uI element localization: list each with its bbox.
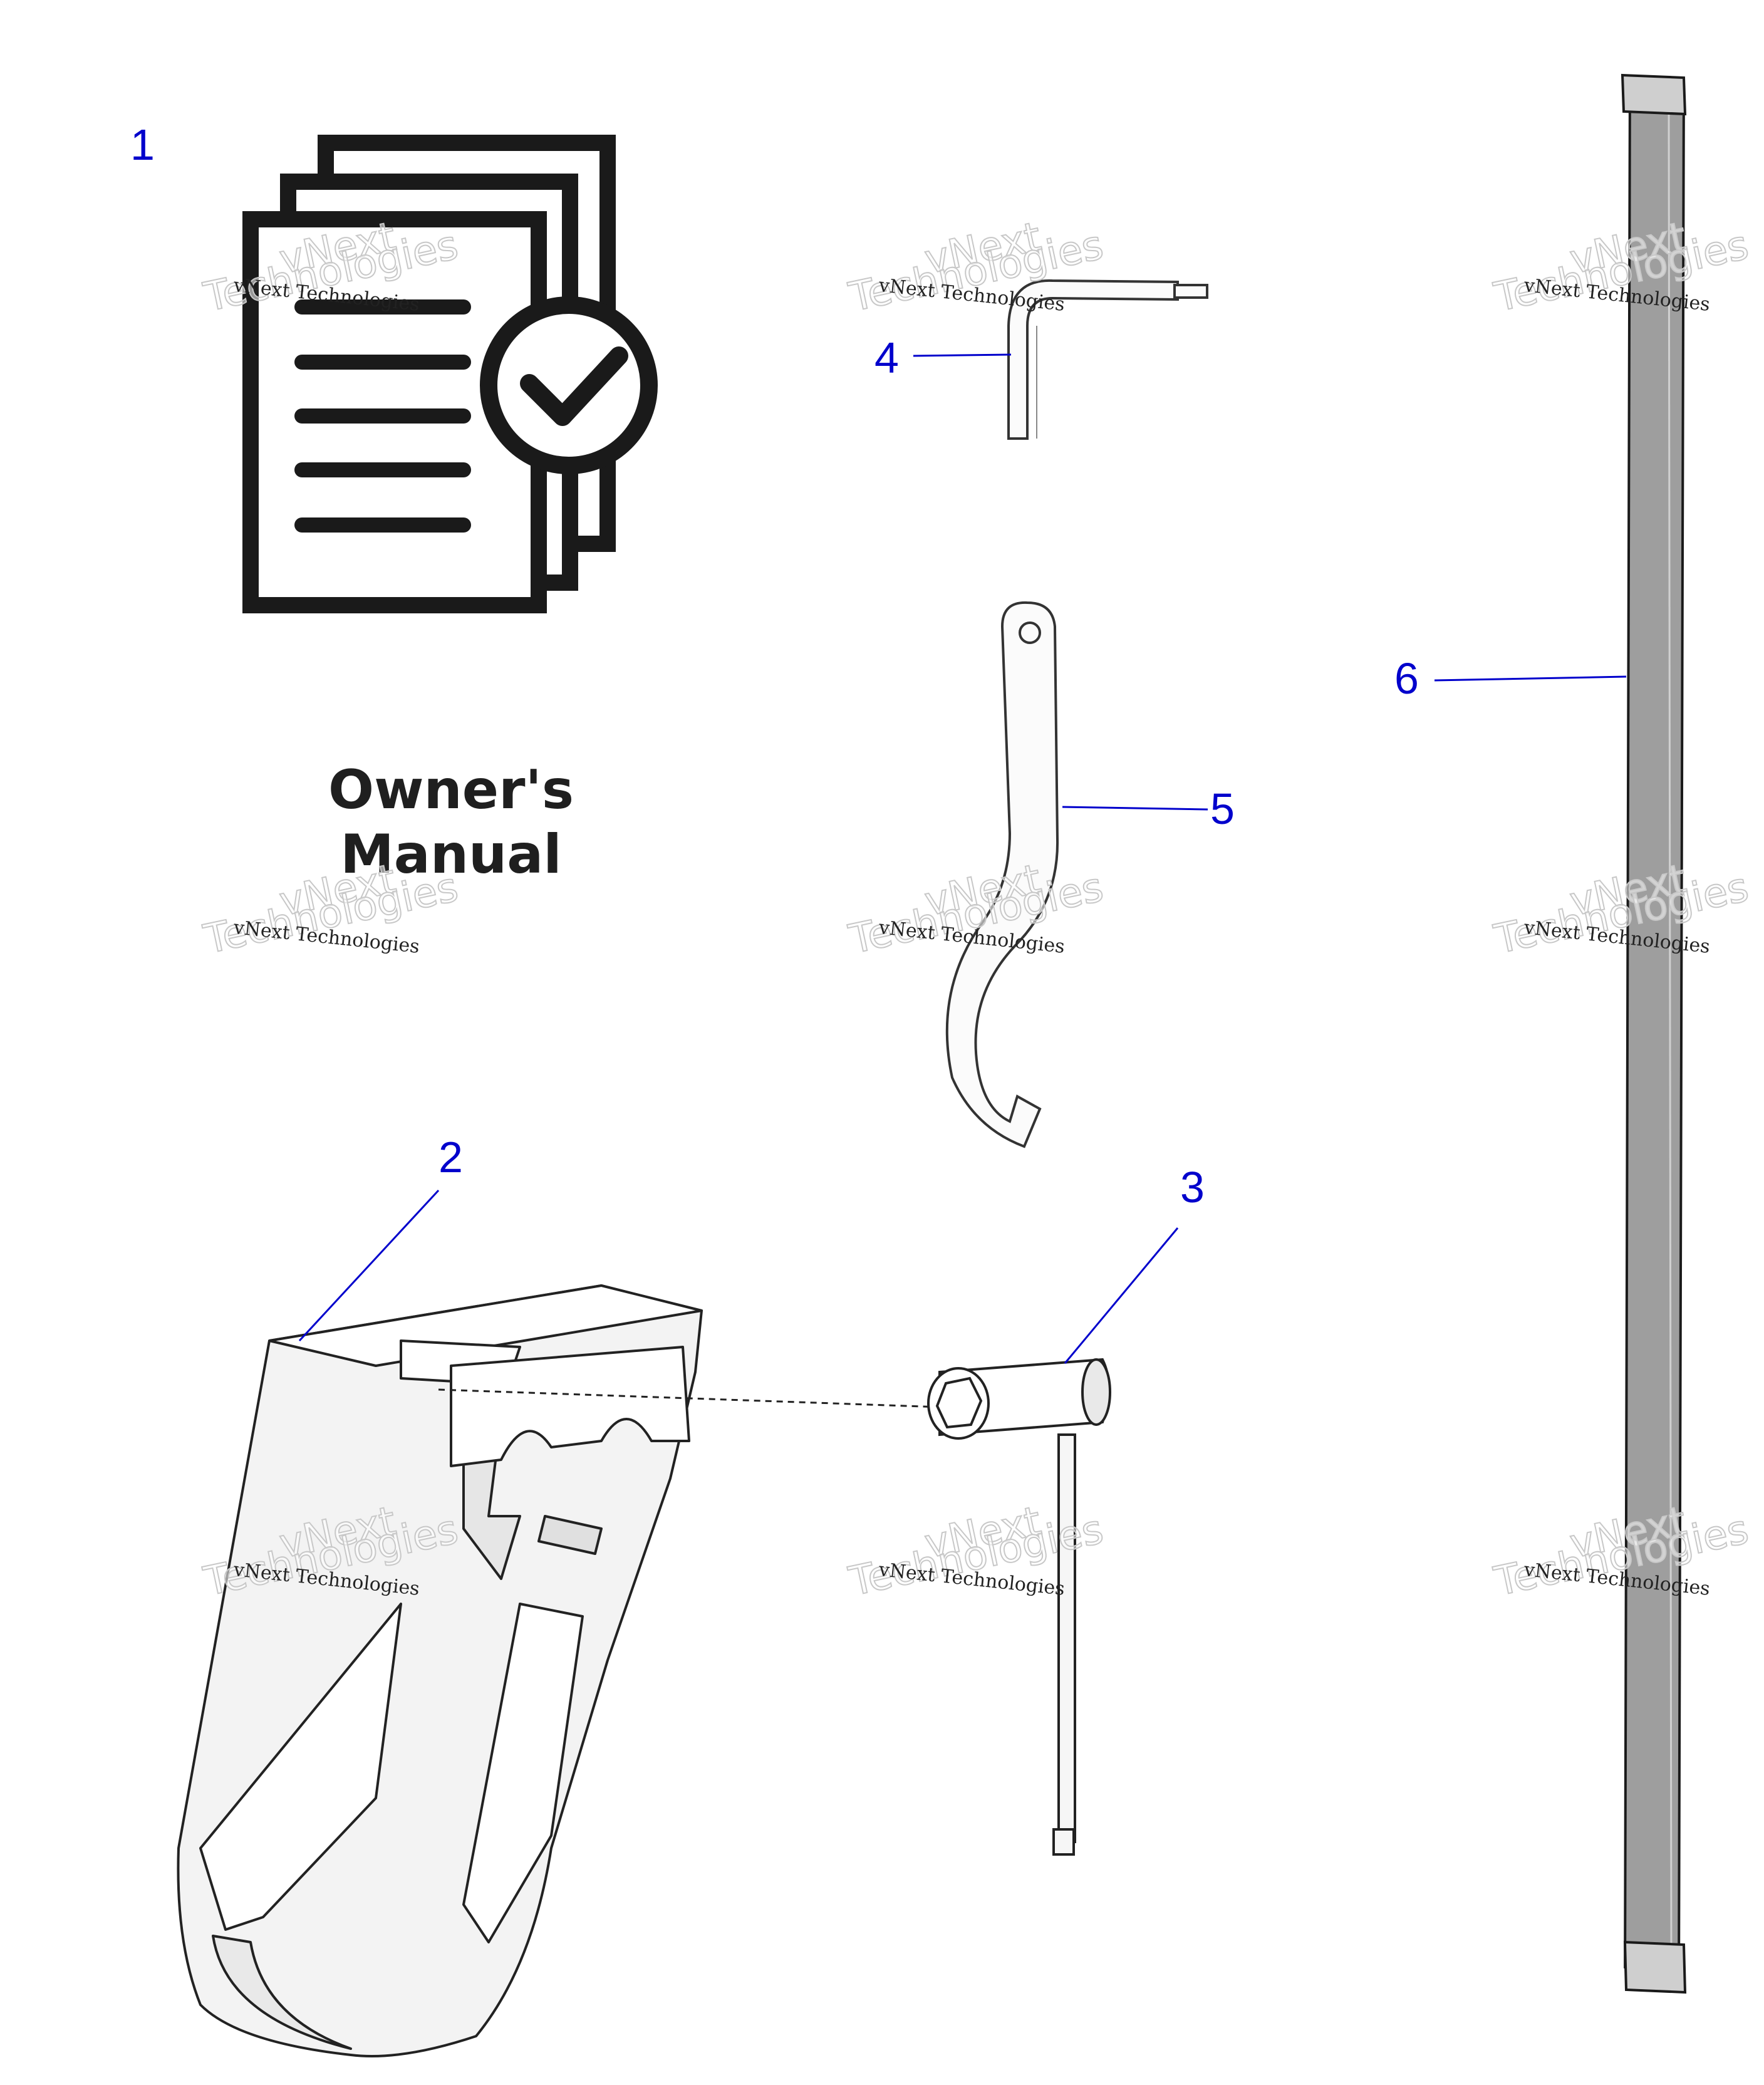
callout-3: 3	[1180, 1163, 1205, 1212]
leader-lines	[298, 353, 1627, 1364]
strap	[1621, 73, 1687, 1994]
owners-manual-caption: Owner's Manual	[276, 758, 626, 887]
manual-title-line1: Owner's	[328, 759, 574, 821]
callout-2: 2	[438, 1133, 463, 1182]
callout-1: 1	[130, 120, 155, 169]
callout-4: 4	[874, 333, 899, 382]
t-handle-socket-wrench	[927, 1358, 1111, 1856]
owners-manual-icon	[242, 135, 658, 613]
spanner-wrench	[945, 601, 1059, 1148]
callout-6: 6	[1394, 654, 1419, 703]
hex-key-small	[1007, 279, 1208, 440]
tool-holder	[177, 1284, 703, 2057]
callout-5: 5	[1210, 784, 1235, 833]
manual-title-line2: Manual	[340, 823, 562, 887]
